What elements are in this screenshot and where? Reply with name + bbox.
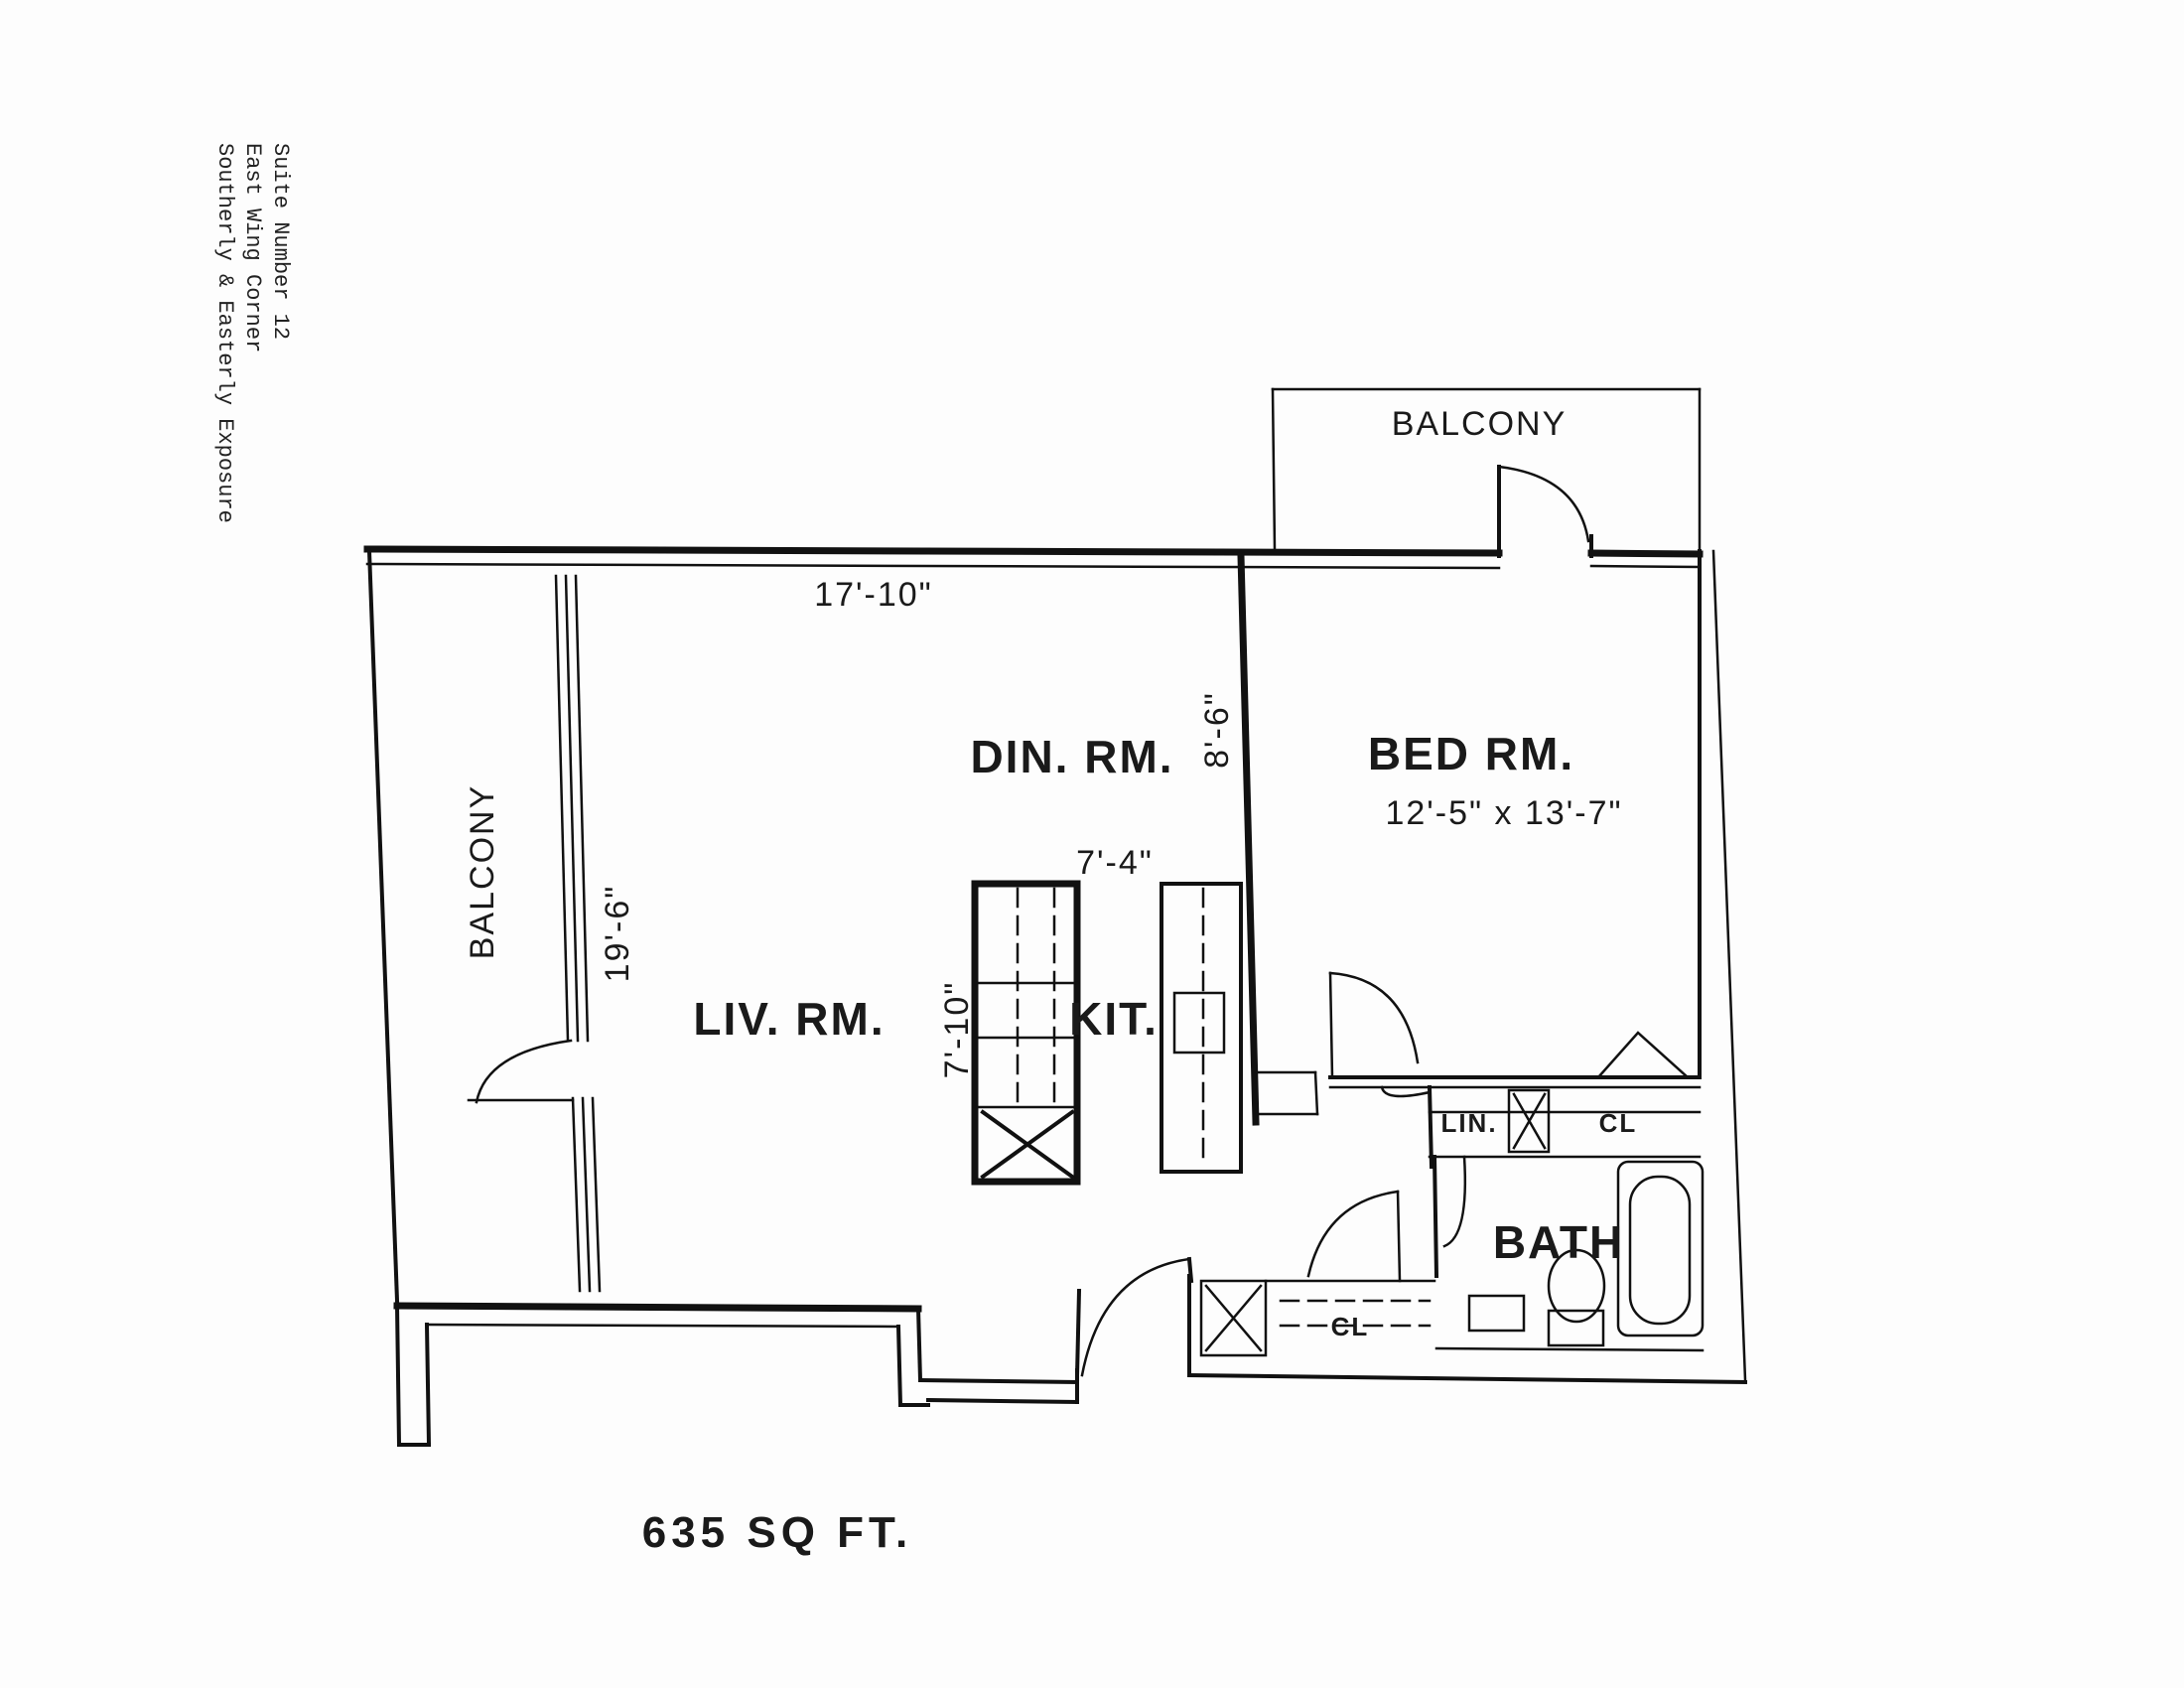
left-balcony-label: BALCONY bbox=[464, 784, 501, 960]
kitchen-width-dimension: 7'-4" bbox=[1076, 844, 1154, 882]
kitchen-sink bbox=[1172, 991, 1226, 1055]
toilet bbox=[1547, 1248, 1606, 1324]
width-dimension: 17'-10" bbox=[814, 576, 933, 614]
living-room-label: LIV. RM. bbox=[693, 993, 885, 1045]
bath bbox=[1199, 1154, 1705, 1357]
bathtub bbox=[1616, 1160, 1705, 1337]
suite-notes: Suite Number 12 East Wing Corner Souther… bbox=[199, 143, 293, 659]
left-balcony-door-swing bbox=[475, 1039, 573, 1104]
bath-door-swing bbox=[1306, 1190, 1400, 1278]
top-balcony bbox=[1271, 387, 1702, 558]
area-label: 635 SQ FT. bbox=[642, 1508, 913, 1557]
linen-closet bbox=[1380, 1031, 1702, 1170]
bath-sink bbox=[1467, 1294, 1526, 1333]
kitchen-counters bbox=[971, 880, 1243, 1186]
living-dimension: 19'-6" bbox=[599, 885, 636, 983]
suite-number: Suite Number 12 bbox=[268, 143, 293, 341]
top-balcony-label: BALCONY bbox=[1392, 405, 1568, 443]
left-balcony-divider bbox=[467, 574, 602, 1293]
balcony-door-swing bbox=[1497, 465, 1590, 543]
bath-label: BATH bbox=[1493, 1216, 1624, 1268]
dining-dimension: 8'-6" bbox=[1198, 691, 1236, 769]
bedroom-door-swing bbox=[1328, 971, 1420, 1064]
entry-door bbox=[1074, 1256, 1194, 1378]
exposure-note: Southerly & Easterly Exposure bbox=[212, 143, 237, 523]
wing-name: East Wing Corner bbox=[240, 143, 265, 353]
kitchen-dimension: 7'-10" bbox=[938, 981, 976, 1079]
dining-room-label: DIN. RM. bbox=[970, 731, 1173, 782]
closet-label: CL bbox=[1599, 1108, 1638, 1138]
bedroom-label: BED RM. bbox=[1368, 728, 1574, 779]
bedroom-dimension: 12'-5" x 13'-7" bbox=[1385, 794, 1622, 832]
bath-closet-label: CL bbox=[1331, 1312, 1370, 1341]
linen-label: LIN. bbox=[1440, 1108, 1497, 1138]
kitchen-label: KIT. bbox=[1069, 993, 1159, 1045]
bedroom-wall bbox=[1237, 552, 1702, 1126]
outer-walls bbox=[363, 545, 1748, 1448]
